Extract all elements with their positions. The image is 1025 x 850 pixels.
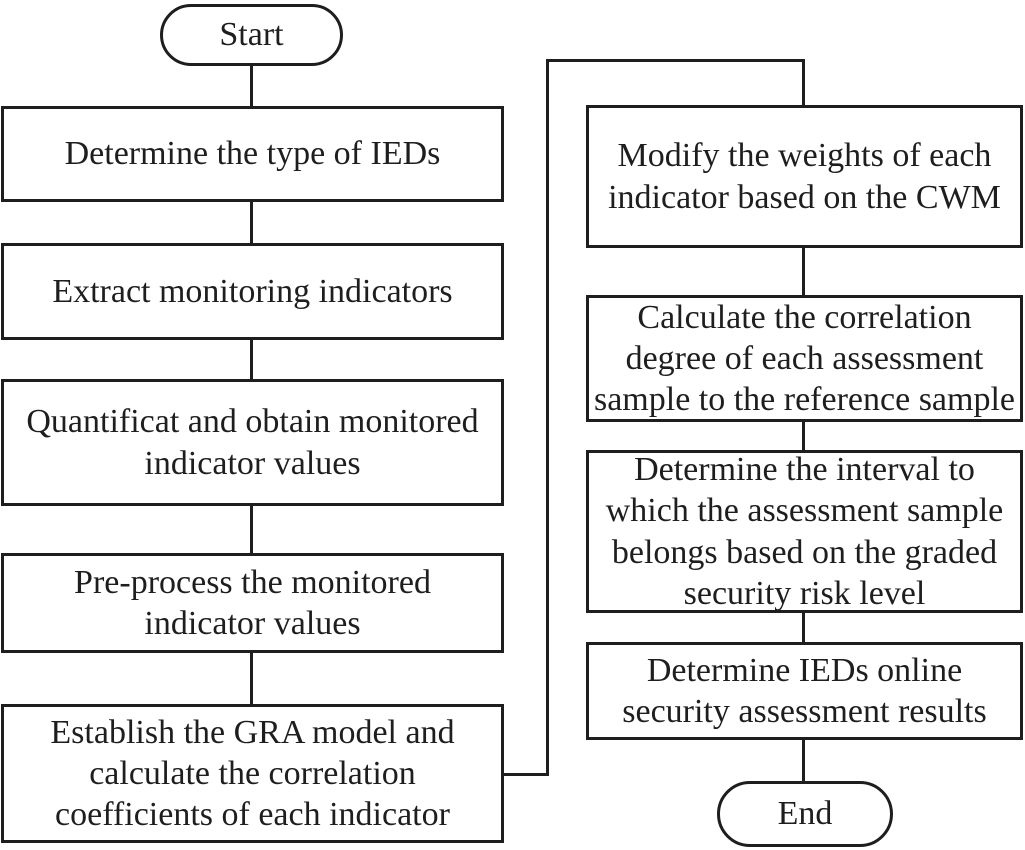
edge-calc-degree-to-determine-interval xyxy=(802,420,805,453)
flow-node-determine-results: Determine IEDs online security assessmen… xyxy=(586,642,1023,740)
edge-gra-to-modify-segment-up xyxy=(546,59,549,776)
edge-extract-to-quantify xyxy=(250,338,253,382)
edge-results-to-end xyxy=(802,738,805,784)
flow-node-determine-ied-type: Determine the type of IEDs xyxy=(1,106,504,202)
edge-gra-to-modify-segment-down xyxy=(802,59,805,108)
edge-gra-to-modify-segment-right xyxy=(504,773,549,776)
edge-quantify-to-preprocess xyxy=(250,504,253,556)
flow-node-establish-gra-model: Establish the GRA model and calculate th… xyxy=(1,704,504,843)
flow-node-extract-indicators: Extract monitoring indicators xyxy=(1,243,504,340)
flow-node-calc-correlation-degree: Calculate the correlation degree of each… xyxy=(586,295,1023,422)
flow-node-start: Start xyxy=(160,4,343,66)
flow-node-determine-interval: Determine the interval to which the asse… xyxy=(586,450,1023,613)
flow-node-end: End xyxy=(717,781,893,847)
flow-node-preprocess-values: Pre-process the monitored indicator valu… xyxy=(1,553,504,653)
edge-start-to-determine-type xyxy=(250,62,253,110)
edge-preprocess-to-establish-gra xyxy=(250,651,253,707)
edge-determine-type-to-extract xyxy=(250,200,253,246)
flow-node-quantify-values: Quantificat and obtain monitored indicat… xyxy=(1,379,504,506)
edge-gra-to-modify-segment-across xyxy=(546,59,805,62)
edge-determine-interval-to-results xyxy=(802,611,805,645)
edge-modify-weights-to-calc-degree xyxy=(802,246,805,298)
flow-node-modify-weights: Modify the weights of each indicator bas… xyxy=(586,105,1023,248)
